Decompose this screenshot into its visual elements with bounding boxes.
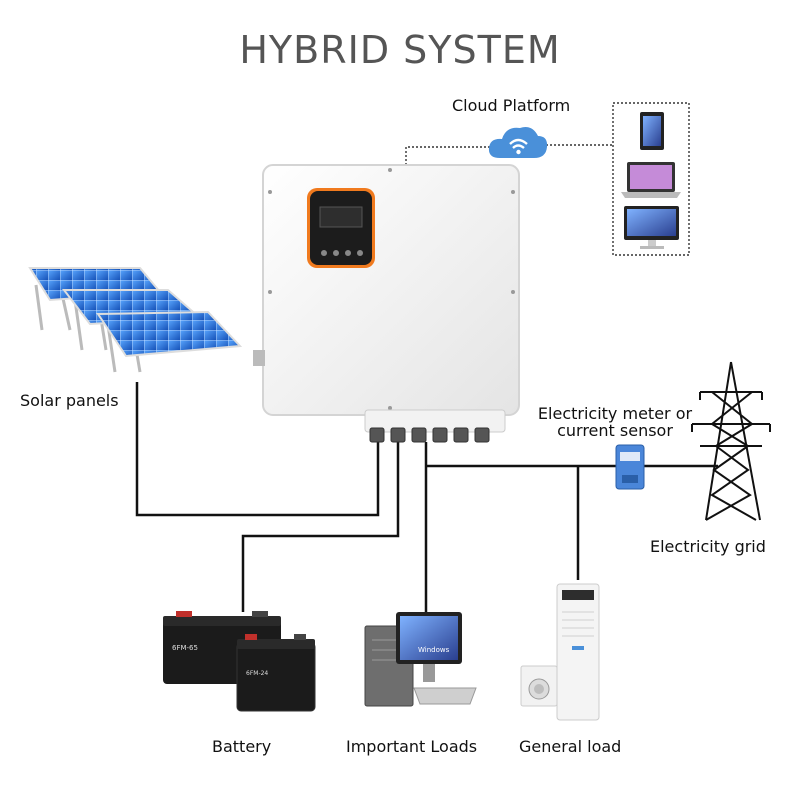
cloud-platform-label: Cloud Platform — [452, 96, 571, 115]
wiring — [135, 382, 718, 612]
battery-icon: 6FM-65 6FM-24 — [163, 611, 316, 712]
diagram-title: HYBRID SYSTEM — [239, 28, 561, 72]
tablet-icon — [640, 112, 664, 150]
solar-panels-label: Solar panels — [20, 391, 119, 410]
meter-label-line2: current sensor — [557, 421, 673, 440]
battery-label: Battery — [212, 737, 272, 756]
battery-front-mark: 6FM-65 — [172, 644, 198, 652]
meter-label-line1: Electricity meter or — [537, 404, 693, 423]
inverter-icon — [253, 164, 520, 443]
air-conditioner-icon — [556, 583, 600, 721]
pylon-icon — [691, 361, 771, 521]
cloud-connection-lines — [405, 102, 690, 256]
electricity-grid-label: Electricity grid — [650, 537, 766, 556]
washing-machine-icon — [520, 665, 558, 707]
screen-text: Windows — [418, 646, 450, 654]
important-loads-label: Important Loads — [346, 737, 478, 756]
general-load-label: General load — [519, 737, 622, 756]
laptop-icon — [621, 162, 681, 198]
solar-panel-icon — [28, 267, 243, 373]
battery-back-mark: 6FM-24 — [246, 670, 268, 677]
meter-icon — [615, 444, 645, 490]
pc-icon: Windows — [364, 612, 477, 707]
cloud-wifi-icon — [488, 127, 548, 158]
desktop-icon — [624, 206, 679, 249]
